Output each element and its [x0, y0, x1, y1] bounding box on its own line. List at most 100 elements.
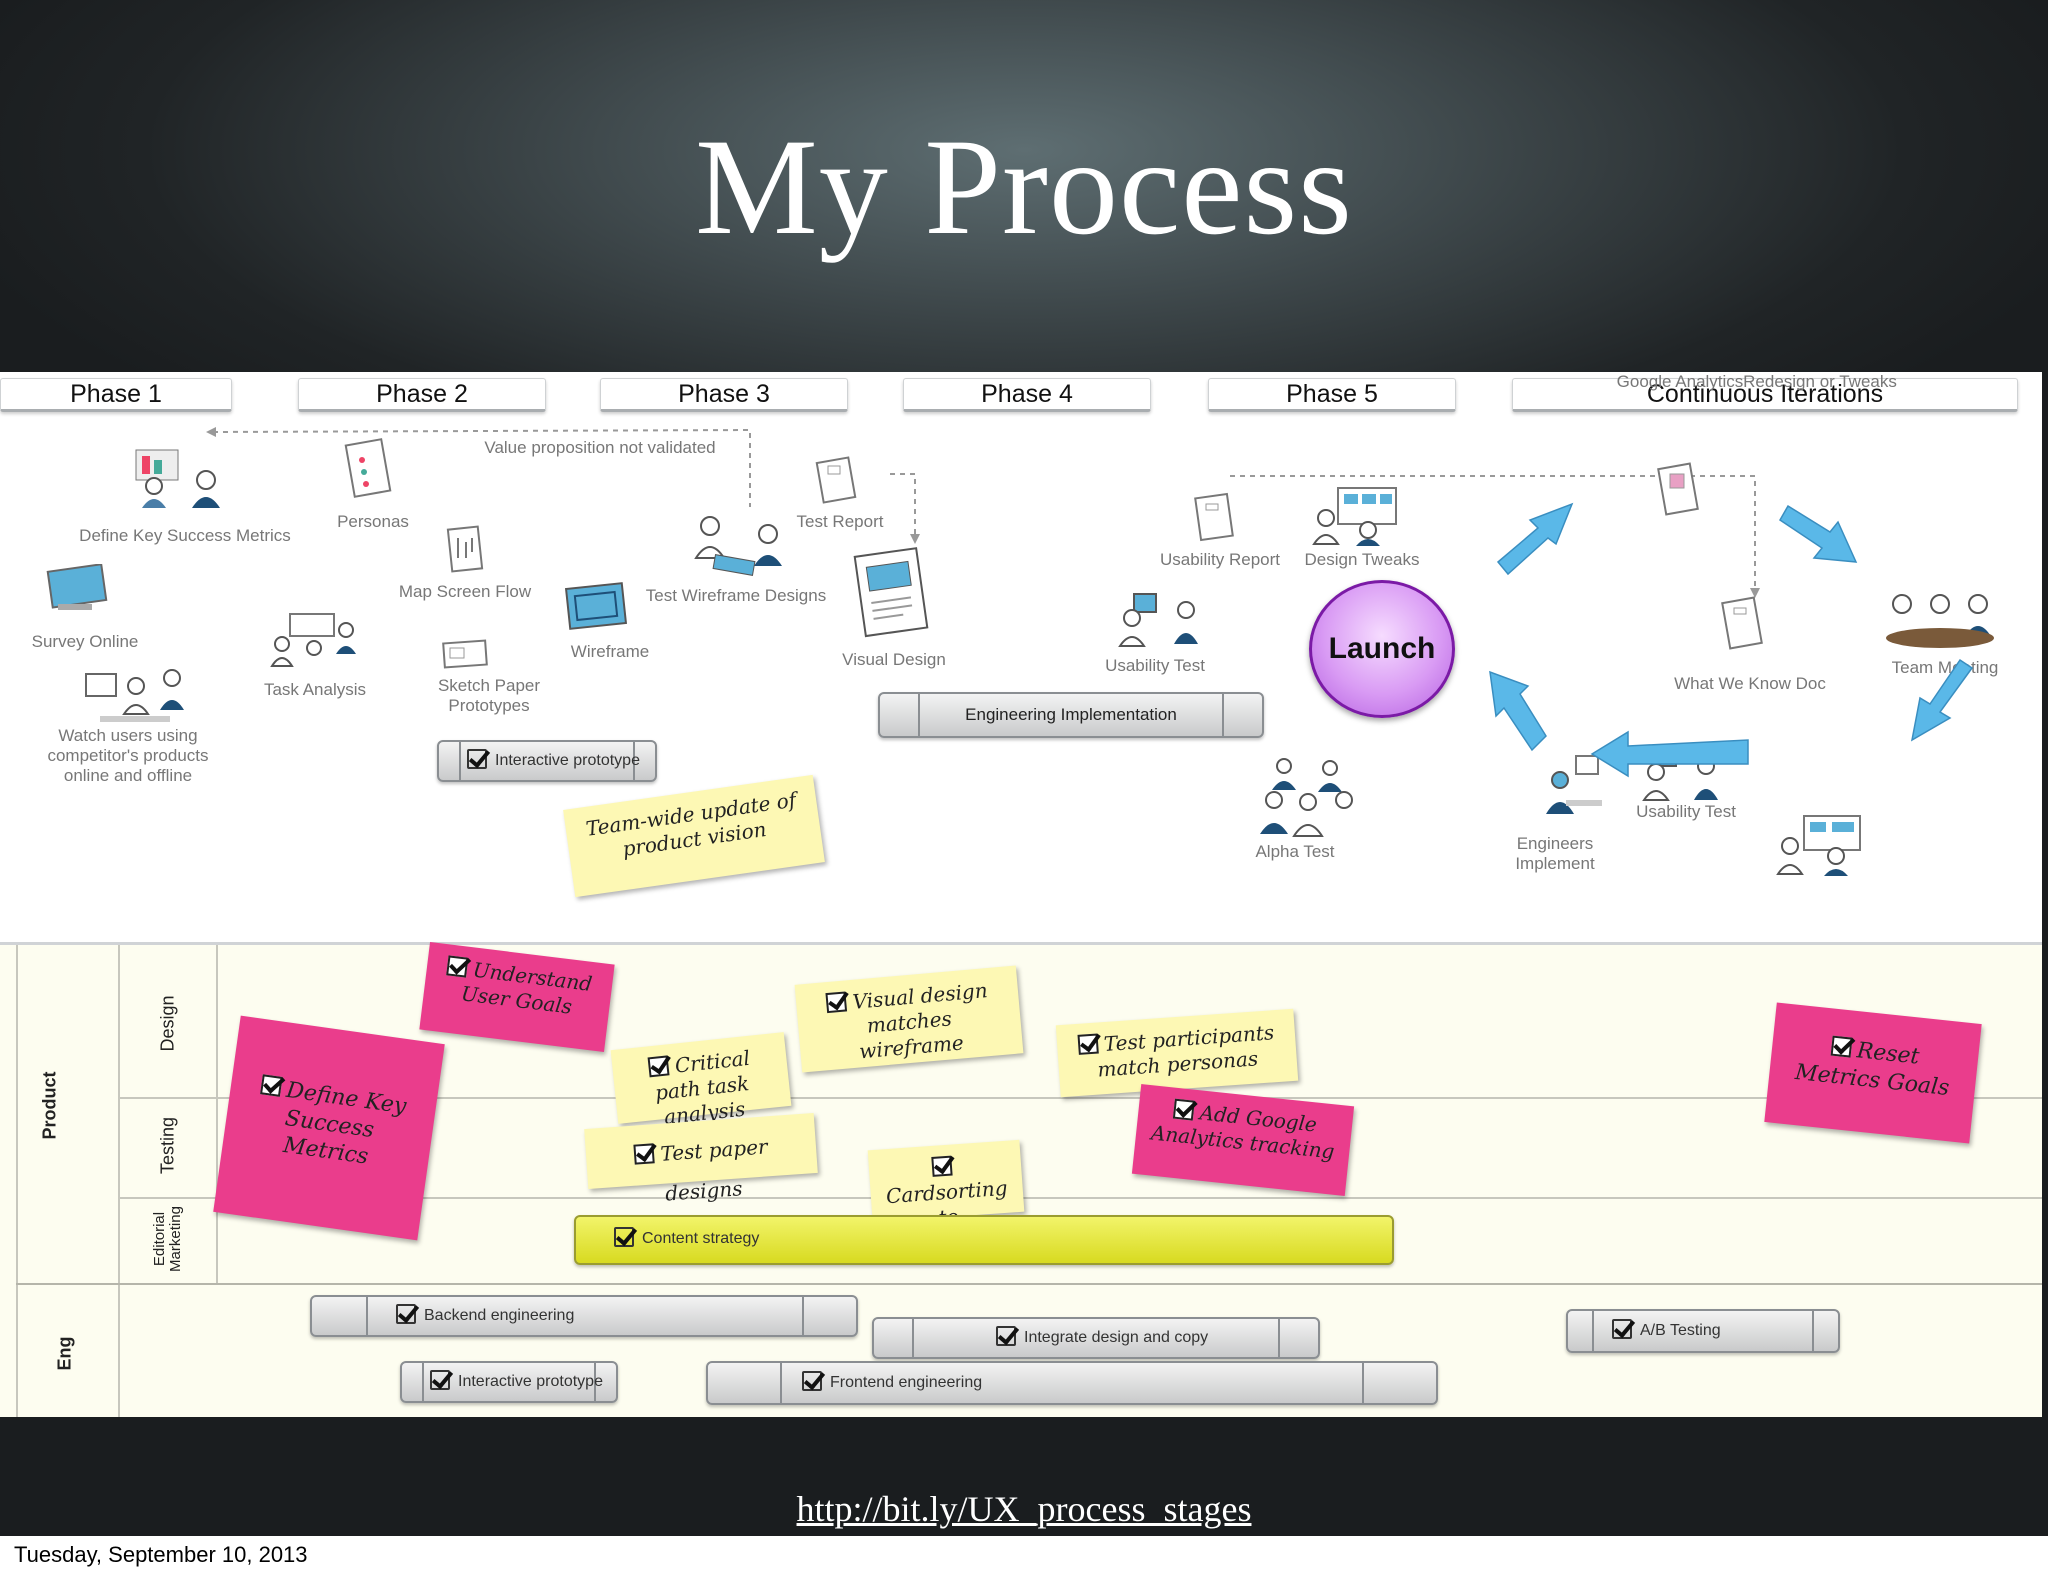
check-icon [1173, 1098, 1196, 1121]
sticky-add-google: Add Google Analytics tracking [1131, 1084, 1355, 1196]
lane-editorial: Editorial Marketing [151, 1206, 184, 1272]
interactive-prototype-bar-bottom: Interactive prototype [400, 1361, 618, 1403]
phase-5-header: Phase 5 [1208, 378, 1456, 412]
frontend-engineering-bar: Frontend engineering [706, 1361, 1438, 1405]
label-engineers-implement: Engineers Implement [1515, 834, 1595, 873]
label-watch-users: Watch users using competitor's products … [47, 726, 209, 785]
check-icon [259, 1074, 283, 1097]
page-title: My Process [695, 110, 1353, 263]
ab-testing-bar: A/B Testing [1566, 1309, 1840, 1353]
label-what-we-know: What We Know Doc [1674, 674, 1826, 693]
label-alpha-test: Alpha Test [1255, 842, 1335, 861]
phase-2-header: Phase 2 [298, 378, 546, 412]
label-test-report: Test Report [796, 512, 884, 531]
lane-product: Product [39, 1071, 60, 1140]
process-diagram: Phase 1 Phase 2 Phase 3 Phase 4 Phase 5 … [0, 372, 2042, 1417]
test-report-icon [815, 456, 857, 504]
label-personas: Personas [337, 512, 409, 531]
lane-testing: Testing [157, 1116, 178, 1175]
slide: My Process Phase 1 Phase 2 Phase 3 Phase… [0, 0, 2048, 1536]
source-link[interactable]: http://bit.ly/UX_process_stages [796, 1489, 1252, 1529]
label-wireframe: Wireframe [570, 642, 650, 661]
meeting-people-icon [135, 449, 220, 508]
engineering-implementation-bar: Engineering Implementation [878, 692, 1264, 738]
check-icon [802, 1370, 822, 1391]
monitor-icon [46, 564, 108, 610]
engineers-icon [1546, 755, 1602, 814]
value-prop-note: Value proposition not validated [484, 438, 716, 457]
iteration-cycle-arrows [1489, 502, 1974, 778]
sticky-test-participants: Test participants match personas [1055, 1008, 1299, 1098]
label-usability-test-2: Usability Test [1636, 802, 1736, 821]
flow-document-icon [446, 525, 484, 573]
label-usability-report: Usability Report [1160, 550, 1280, 569]
backend-engineering-bar: Backend engineering [310, 1295, 858, 1337]
alpha-test-group-icon [1260, 758, 1353, 837]
label-test-wireframe: Test Wireframe Designs [645, 586, 827, 605]
interactive-prototype-bar-top: Interactive prototype [437, 740, 657, 782]
label-design-tweaks: Design Tweaks [1304, 550, 1420, 569]
usability-report-icon [1194, 492, 1234, 542]
sticky-visual-matches: Visual design matches wireframe [794, 965, 1024, 1073]
check-icon [633, 1142, 656, 1165]
check-icon [647, 1054, 670, 1077]
check-icon [467, 748, 487, 769]
check-icon [1830, 1035, 1853, 1058]
phase-3-header: Phase 3 [600, 378, 848, 412]
check-icon [996, 1325, 1016, 1346]
usability-test-icon [1118, 593, 1198, 647]
check-icon [396, 1303, 416, 1324]
check-icon [1077, 1033, 1099, 1055]
phase-1-header: Phase 1 [0, 378, 232, 412]
arrow-down-right-icon [1779, 504, 1858, 563]
what-we-know-document-icon [1721, 596, 1763, 650]
phase-4-header: Phase 4 [903, 378, 1151, 412]
label-visual-design: Visual Design [842, 650, 946, 669]
footer-date: Tuesday, September 10, 2013 [14, 1542, 308, 1567]
continuous-iterations-header: Continuous Iterations [1512, 378, 2018, 412]
content-strategy-bar: Content strategy [574, 1215, 1394, 1265]
launch-node: Launch [1309, 580, 1455, 718]
testing-people-icon [694, 516, 782, 576]
sticky-test-paper: Test paper designs [584, 1113, 818, 1206]
arrow-left-icon [1590, 730, 1749, 778]
label-redesign: Redesign or Tweaks [1743, 372, 1897, 391]
check-icon [1612, 1318, 1632, 1339]
label-sketch: Sketch Paper Prototypes [437, 676, 541, 715]
design-tweaks-icon [1312, 487, 1397, 546]
label-google-analytics: Google Analytics [1616, 372, 1744, 391]
sticky-cardsorting: Cardsorting to categorize [867, 1139, 1025, 1258]
persona-document-icon [344, 438, 392, 498]
arrow-down-left-icon [1910, 658, 1974, 742]
swimlanes: Product Design Testing Editorial Marketi… [0, 941, 2042, 1417]
check-icon [614, 1226, 634, 1247]
task-analysis-icon [270, 613, 356, 667]
arrow-up-left-icon [1489, 670, 1547, 752]
sticky-understand-goals: Understand User Goals [419, 941, 615, 1053]
sketch-icon [442, 639, 488, 669]
label-team-meeting: Team Meeting [1891, 658, 1999, 677]
analytics-document-icon [1657, 462, 1699, 516]
sticky-reset-metrics: Reset Metrics Goals [1764, 1002, 1982, 1144]
integrate-design-bar: Integrate design and copy [872, 1317, 1320, 1359]
sticky-critical-path: Critical path task analysis [610, 1032, 792, 1129]
check-icon [430, 1369, 450, 1390]
label-survey: Survey Online [31, 632, 139, 651]
check-icon [446, 954, 469, 978]
lane-eng: Eng [54, 1336, 75, 1371]
sticky-define-key: Define Key Success Metrics [213, 1015, 445, 1241]
label-task-analysis: Task Analysis [263, 680, 367, 699]
arrow-up-right-icon [1496, 502, 1574, 576]
lane-design: Design [157, 995, 178, 1052]
connector-lines [206, 427, 1760, 598]
label-map-flow: Map Screen Flow [398, 582, 532, 601]
check-icon [825, 990, 848, 1013]
check-icon [931, 1155, 953, 1177]
wireframe-icon [564, 582, 628, 630]
users-at-computer-icon [85, 669, 184, 722]
team-meeting-icon [1886, 594, 1994, 648]
redesign-icon [1776, 815, 1861, 876]
label-define-metrics: Define Key Success Metrics [79, 526, 291, 545]
visual-design-icon [853, 547, 929, 638]
label-usability-test: Usability Test [1105, 656, 1205, 675]
